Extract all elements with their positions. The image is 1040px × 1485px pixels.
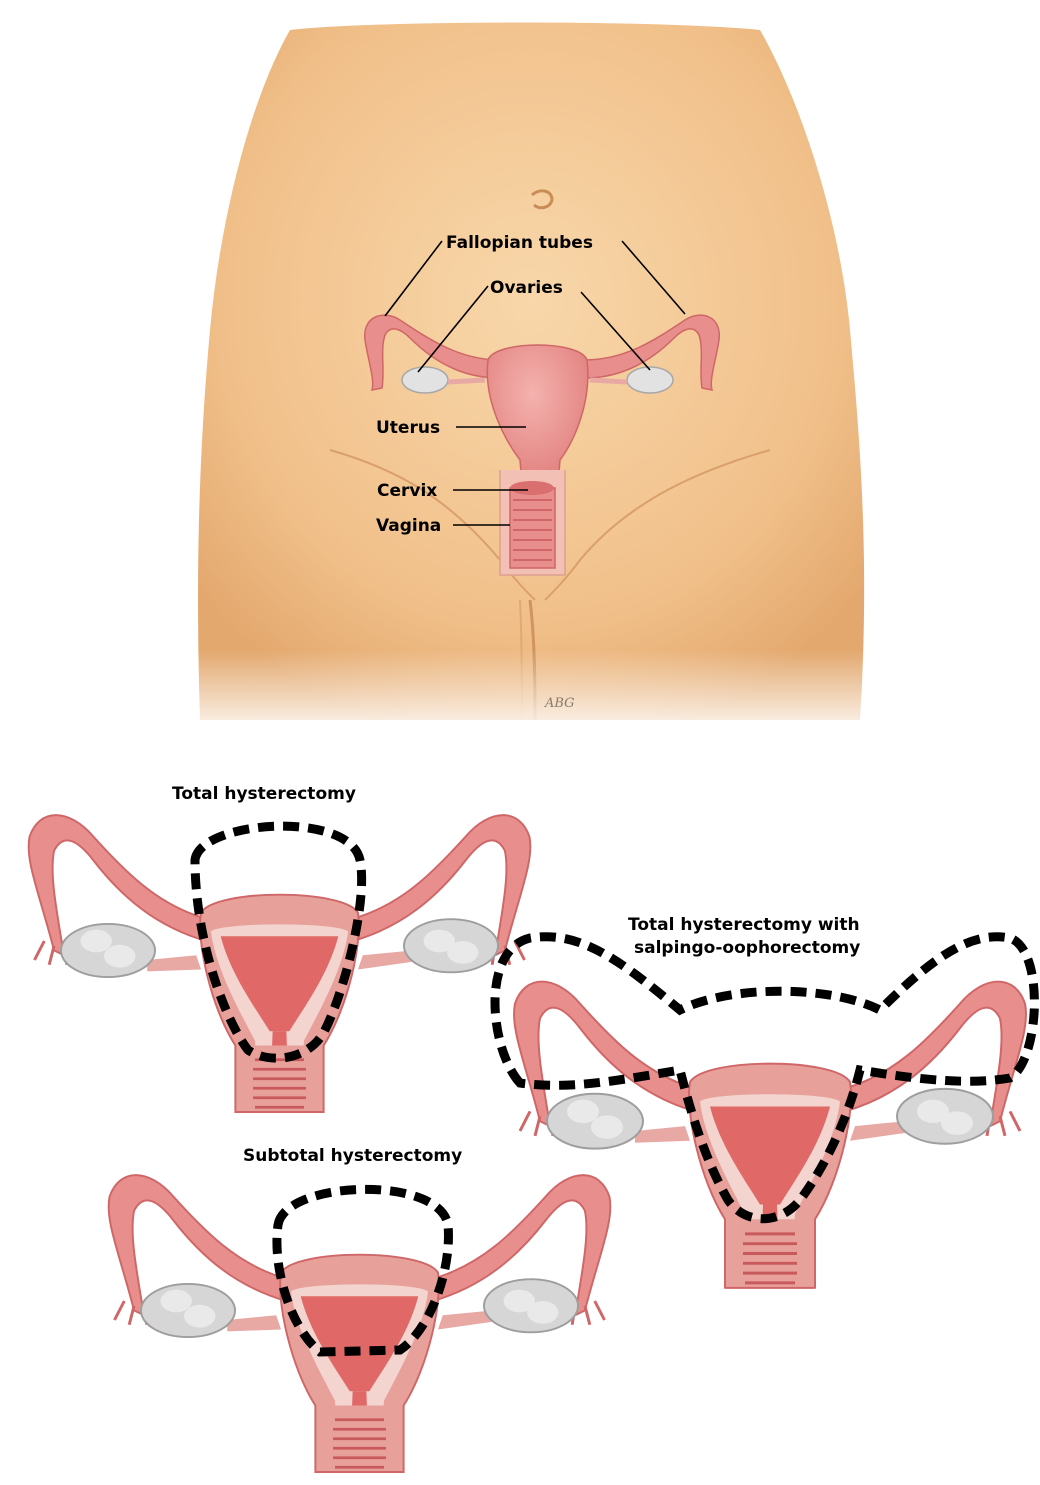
title-subtotal-hysterectomy: Subtotal hysterectomy — [243, 1146, 462, 1166]
right-ovary — [627, 367, 673, 393]
total-hysterectomy-panel: Total hysterectomy — [29, 784, 531, 1112]
left-ovary — [402, 367, 448, 393]
label-ovaries: Ovaries — [490, 278, 563, 298]
label-vagina: Vagina — [376, 516, 441, 536]
label-cervix: Cervix — [377, 481, 437, 501]
title-salpingo-line1: Total hysterectomy with — [628, 915, 860, 935]
artist-signature: ABG — [544, 696, 575, 711]
title-salpingo-line2: salpingo-oophorectomy — [634, 938, 860, 958]
cervix — [510, 481, 554, 495]
title-total-hysterectomy: Total hysterectomy — [172, 784, 356, 804]
label-uterus: Uterus — [376, 418, 440, 438]
subtotal-hysterectomy-panel: Subtotal hysterectomy — [109, 1146, 611, 1472]
label-fallopian-tubes: Fallopian tubes — [446, 233, 593, 253]
salpingo-oophorectomy-panel: Total hysterectomy with salpingo-oophore… — [495, 915, 1034, 1288]
